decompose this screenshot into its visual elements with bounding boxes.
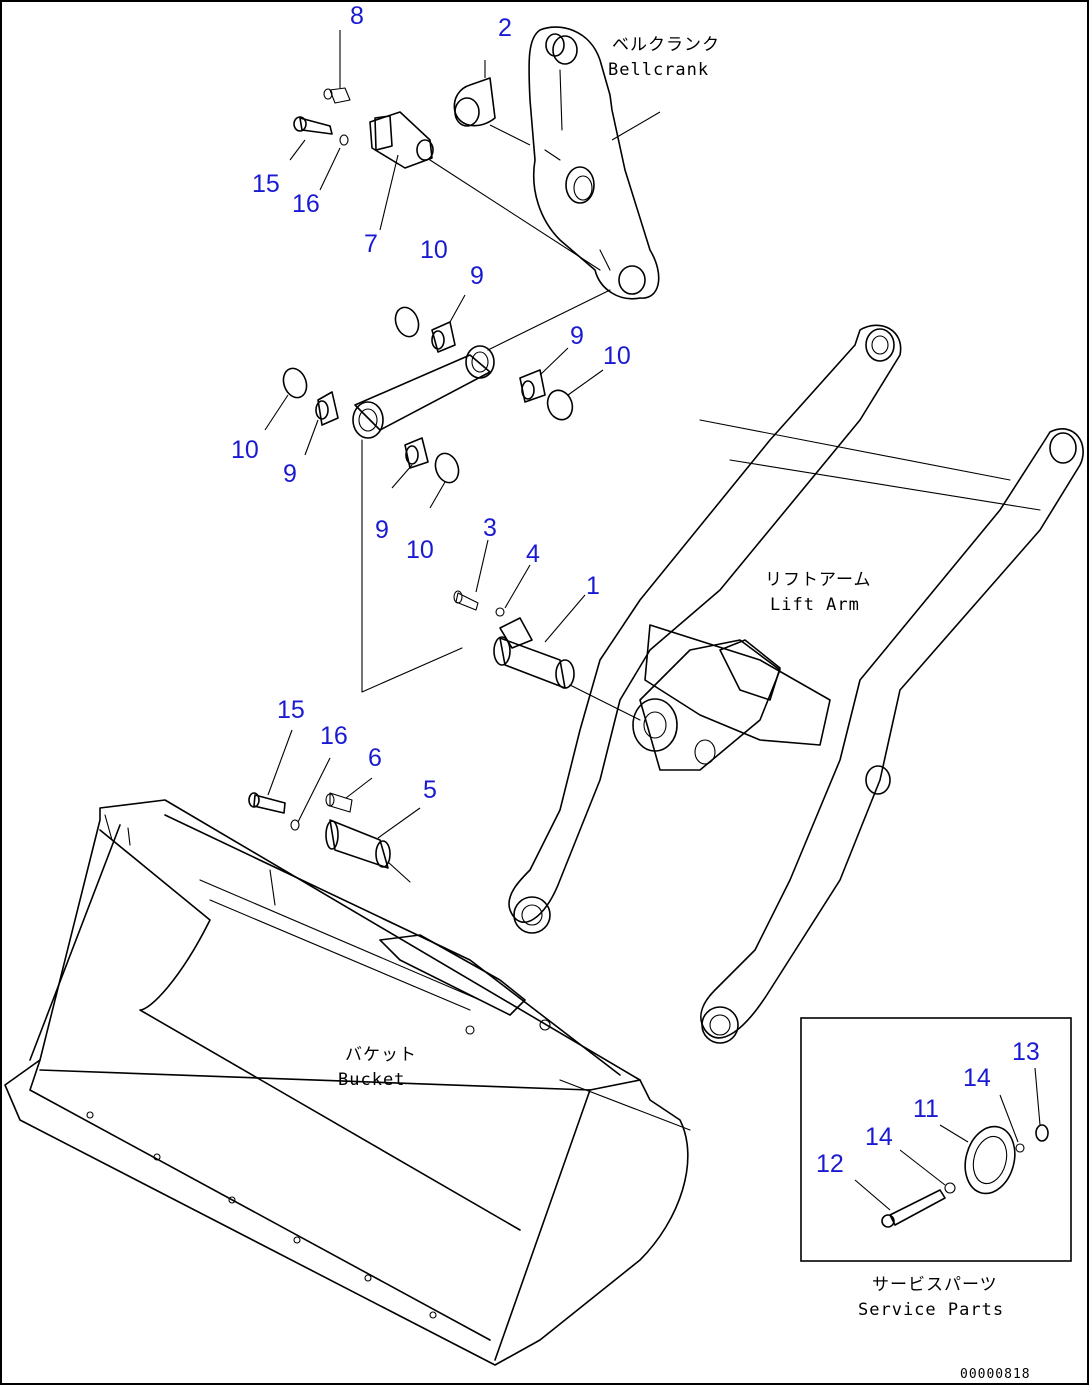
bucket-part [4,799,691,1366]
callout-6: 6 [368,744,382,772]
callout-14-a: 14 [963,1064,991,1092]
part-2-pin [453,60,496,127]
callout-10-c: 10 [231,436,259,464]
callout-16-bottom: 16 [320,722,348,750]
service-parts-label-jp: サービスパーツ [872,1275,998,1295]
bucket-label-en: Bucket [338,1070,405,1090]
callout-3: 3 [483,514,497,542]
callout-10-a: 10 [420,236,448,264]
bellcrank-label-en: Bellcrank [608,60,709,80]
callout-9-a: 9 [470,262,484,290]
callout-15-bottom: 15 [277,696,305,724]
lift-arm-label-en: Lift Arm [770,595,860,615]
service-parts-label-en: Service Parts [858,1300,1004,1320]
callout-9-b: 9 [570,322,584,350]
callout-1: 1 [586,572,600,600]
callout-7: 7 [364,230,378,258]
callout-13: 13 [1012,1038,1040,1066]
callout-12: 12 [816,1150,844,1178]
service-parts-box [800,1017,1072,1262]
callout-9-d: 9 [375,516,389,544]
callout-11: 11 [913,1095,939,1123]
callout-10-d: 10 [406,536,434,564]
lift-arm-label-jp: リフトアーム [765,570,871,590]
callout-15-top: 15 [252,170,280,198]
callout-5: 5 [423,776,437,804]
drawing-code: 00000818 [960,1367,1031,1382]
bellcrank-part [528,26,660,300]
callout-14-b: 14 [865,1123,893,1151]
callout-9-c: 9 [283,460,297,488]
part-1-pin [453,539,641,721]
callout-2: 2 [498,14,512,42]
service-parts-items [854,1067,1049,1228]
callout-8: 8 [350,2,364,30]
part-7-pin-top [289,30,601,271]
bucket-label-jp: バケット [345,1045,417,1065]
part-5-pin [248,729,421,883]
link-leader [361,439,463,693]
callout-10-b: 10 [603,342,631,370]
lift-arm-part [508,324,1084,1044]
link-part [352,289,611,439]
callout-4: 4 [526,540,540,568]
bushings-seals [264,294,604,509]
bellcrank-label-jp: ベルクランク [612,35,720,55]
callout-16-top: 16 [292,190,320,218]
